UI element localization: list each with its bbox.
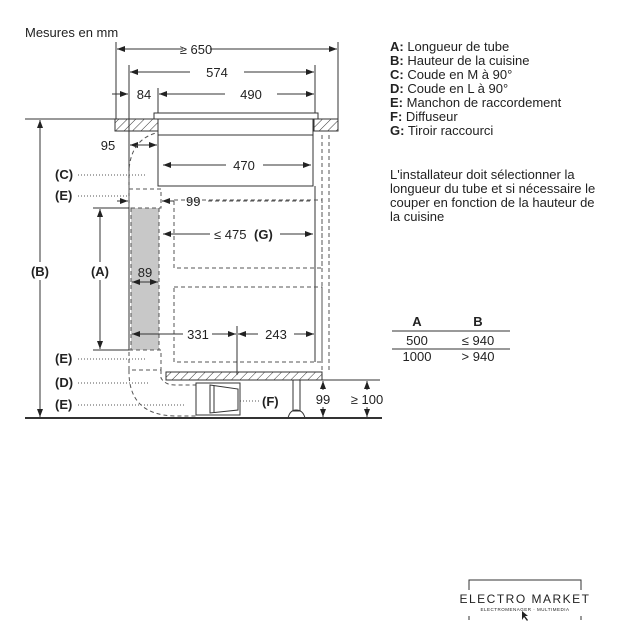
svg-text:95: 95 xyxy=(101,138,115,153)
callouts: (C) (E) (E) (D) (E) (F) xyxy=(55,167,279,412)
svg-text:≥ 650: ≥ 650 xyxy=(180,42,212,57)
dim-470: 470 xyxy=(163,158,311,173)
dim-99-top: 99 xyxy=(117,194,313,209)
svg-text:470: 470 xyxy=(233,158,255,173)
dim-650: ≥ 650 xyxy=(117,42,337,57)
svg-text:B: B xyxy=(473,314,482,329)
svg-text:la cuisine: la cuisine xyxy=(390,209,444,224)
cabinet-outline xyxy=(173,135,330,372)
hob xyxy=(153,112,319,187)
svg-text:D: Coude en L à 90°: D: Coude en L à 90° xyxy=(390,81,508,96)
legend: A: Longueur de tube B: Hauteur de la cui… xyxy=(390,39,562,138)
electro-market-logo: ELECTRO MARKET ELECTROMENAGER · MULTIMED… xyxy=(459,579,590,621)
svg-text:99: 99 xyxy=(186,194,200,209)
svg-text:> 940: > 940 xyxy=(462,349,495,364)
svg-text:B: Hauteur de la cuisine: B: Hauteur de la cuisine xyxy=(390,53,529,68)
svg-text:(E): (E) xyxy=(55,351,72,366)
svg-text:500: 500 xyxy=(406,333,428,348)
svg-text:(B): (B) xyxy=(31,264,49,279)
dim-a: (A) xyxy=(91,207,129,351)
svg-text:F: Diffuseur: F: Diffuseur xyxy=(390,109,458,124)
svg-text:89: 89 xyxy=(138,265,152,280)
svg-text:331: 331 xyxy=(187,327,209,342)
dim-331-243: 331 243 xyxy=(132,326,314,375)
dim-84-490: 84 490 xyxy=(112,87,314,102)
svg-text:243: 243 xyxy=(265,327,287,342)
svg-text:A: A xyxy=(412,314,422,329)
svg-text:ELECTROMENAGER · MULTIMEDIA: ELECTROMENAGER · MULTIMEDIA xyxy=(481,607,570,612)
svg-text:(A): (A) xyxy=(91,264,109,279)
dim-475-g: ≤ 475 (G) xyxy=(163,227,313,242)
installer-note: L'installateur doit sélectionner la long… xyxy=(390,167,595,224)
countertop xyxy=(114,118,339,132)
svg-text:(E): (E) xyxy=(55,188,72,203)
svg-text:(G): (G) xyxy=(254,227,273,242)
svg-text:couper en fonction de la haute: couper en fonction de la hauteur de xyxy=(390,195,595,210)
svg-text:(F): (F) xyxy=(262,394,279,409)
svg-text:≤ 475: ≤ 475 xyxy=(214,227,246,242)
svg-text:G: Tiroir raccourci: G: Tiroir raccourci xyxy=(390,123,493,138)
plinth xyxy=(165,371,323,381)
svg-text:574: 574 xyxy=(206,65,228,80)
dim-89: 89 xyxy=(132,265,158,285)
units-label: Mesures en mm xyxy=(25,25,118,40)
dim-95: 95 xyxy=(101,138,157,153)
svg-text:490: 490 xyxy=(240,87,262,102)
svg-text:longueur du tube et si nécessa: longueur du tube et si nécessaire le xyxy=(390,181,595,196)
svg-text:C: Coude en M à 90°: C: Coude en M à 90° xyxy=(390,67,512,82)
svg-text:ELECTRO MARKET: ELECTRO MARKET xyxy=(459,592,590,606)
svg-text:99: 99 xyxy=(316,392,330,407)
svg-text:(C): (C) xyxy=(55,167,73,182)
svg-text:A: Longueur de tube: A: Longueur de tube xyxy=(390,39,509,54)
dim-b: (B) xyxy=(31,120,49,417)
svg-text:(E): (E) xyxy=(55,397,72,412)
svg-text:84: 84 xyxy=(137,87,151,102)
diffuser xyxy=(195,382,241,416)
svg-text:1000: 1000 xyxy=(403,349,432,364)
dim-plinth: 99 ≥ 100 xyxy=(316,379,383,417)
svg-text:(D): (D) xyxy=(55,375,73,390)
dim-574: 574 xyxy=(130,65,314,80)
leg xyxy=(287,379,306,419)
svg-text:≤ 940: ≤ 940 xyxy=(462,333,494,348)
svg-text:E: Manchon de raccordement: E: Manchon de raccordement xyxy=(390,95,562,110)
svg-text:≥ 100: ≥ 100 xyxy=(351,392,383,407)
svg-text:L'installateur doit sélectionn: L'installateur doit sélectionner la xyxy=(390,167,575,182)
tube-length-table: A B 500 ≤ 940 1000 > 940 xyxy=(392,314,510,364)
